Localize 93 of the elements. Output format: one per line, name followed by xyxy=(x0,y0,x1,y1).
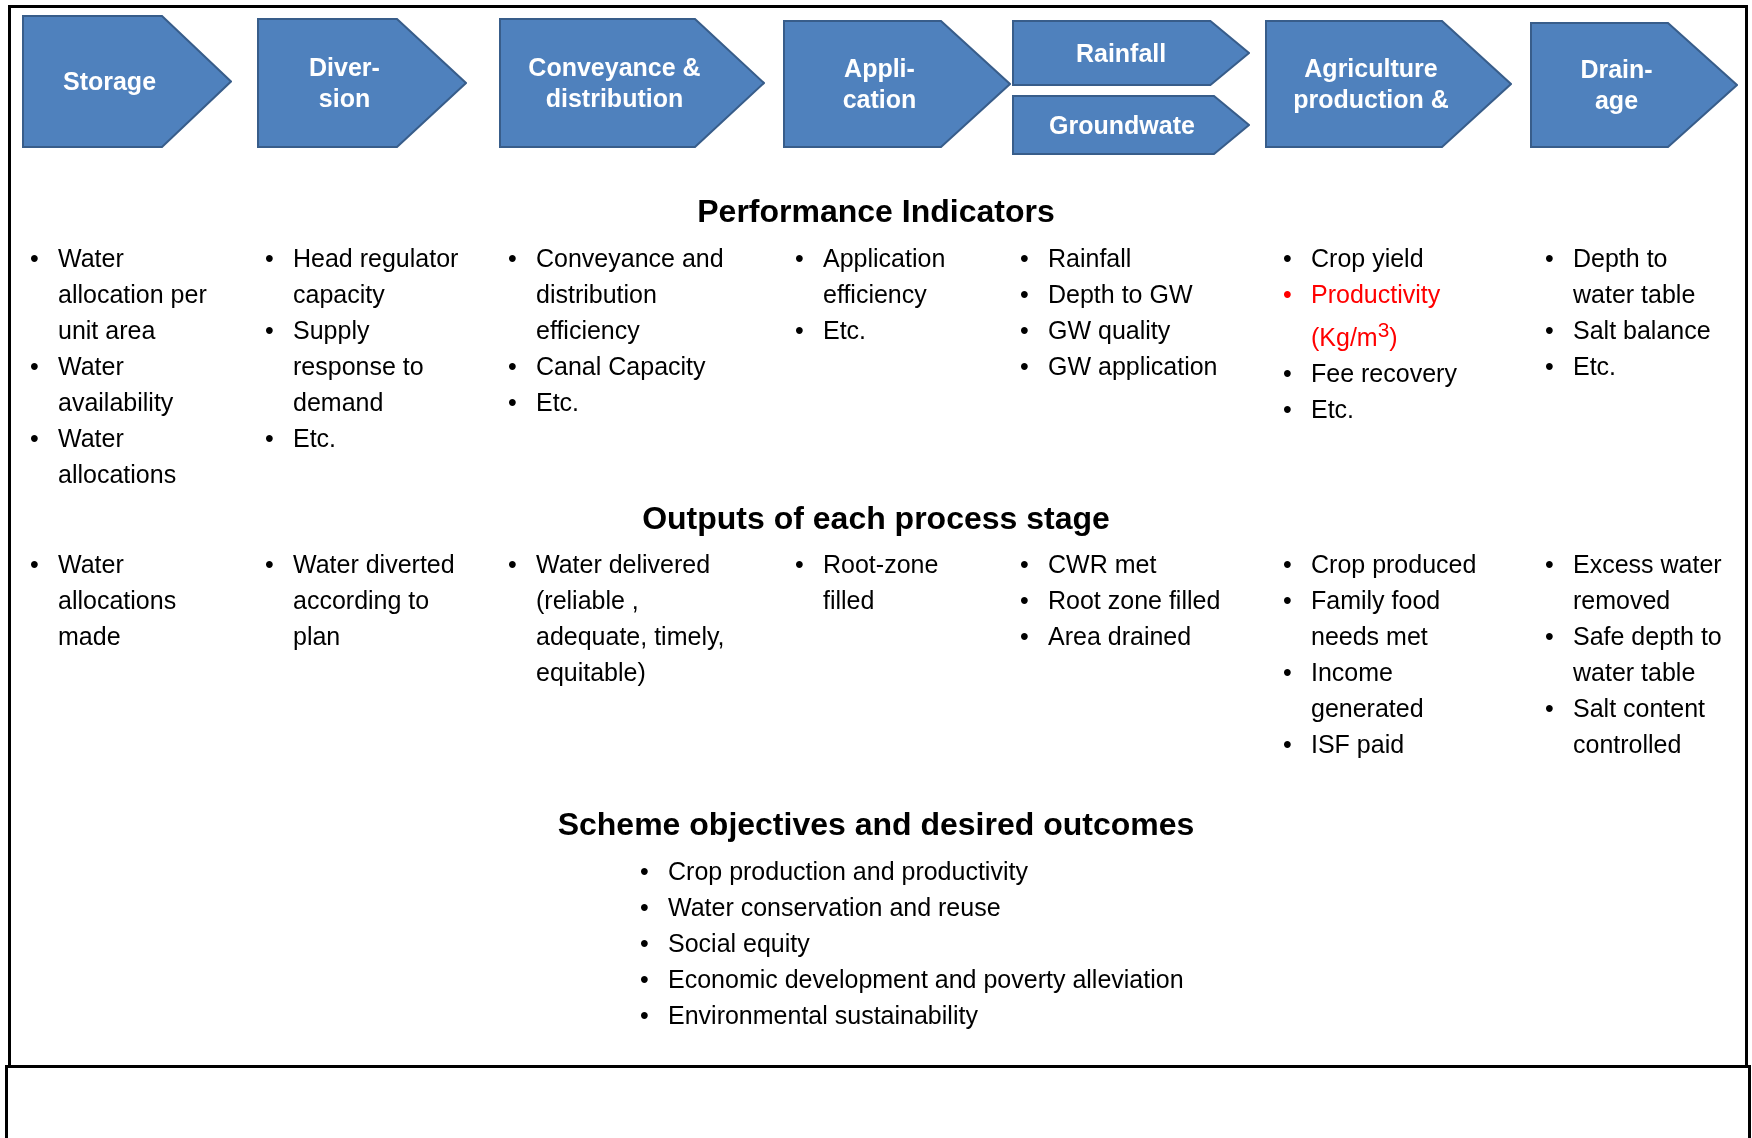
section-heading: Performance Indicators xyxy=(697,193,1055,230)
list-item-text: Fee recovery xyxy=(1311,358,1457,390)
list-item-text: Economic development and poverty alleviation xyxy=(668,964,1184,995)
bullet-marker: • xyxy=(1020,621,1030,652)
chevron-step: Groundwate xyxy=(1012,95,1250,155)
bullet-marker: • xyxy=(1545,621,1555,652)
bullet-marker: • xyxy=(1020,351,1030,382)
bullet-marker: • xyxy=(795,549,805,580)
bullet-marker: • xyxy=(1283,394,1293,426)
bullet-marker: • xyxy=(30,351,40,382)
bullet-marker: • xyxy=(265,243,275,274)
list-item-text: Etc. xyxy=(1311,394,1355,426)
list-item-text: Water delivered (reliable , adequate, timely, equitable) xyxy=(536,549,726,688)
chevron-step: Rainfall xyxy=(1012,20,1250,86)
bullet-marker: • xyxy=(508,351,518,382)
bullet-marker: • xyxy=(508,549,518,580)
bullet-marker: • xyxy=(1545,243,1555,274)
bullet-marker: • xyxy=(30,243,40,274)
section-heading: Scheme objectives and desired outcomes xyxy=(557,806,1195,843)
bullet-marker: • xyxy=(1545,693,1555,724)
list-item-text: Depth to water table xyxy=(1573,243,1697,310)
list-item-text: Root zone filled xyxy=(1048,585,1221,616)
list-item-text: Supply response to demand xyxy=(293,315,425,418)
bullet-marker: • xyxy=(640,928,650,959)
bullet-marker: • xyxy=(1283,729,1293,760)
list-item-text: Safe depth to water table xyxy=(1573,621,1723,688)
list-item-text: Crop yield xyxy=(1311,243,1424,274)
list-item-text: Area drained xyxy=(1048,621,1192,652)
list-item-text: Salt content controlled xyxy=(1573,693,1707,760)
bullet-marker: • xyxy=(30,549,40,580)
bullet-marker: • xyxy=(1020,279,1030,310)
bullet-marker: • xyxy=(640,892,650,923)
chevron-step: Drain- age xyxy=(1530,22,1738,148)
list-item-text: Water diverted according to plan xyxy=(293,549,456,652)
list-item-text: Environmental sustainability xyxy=(668,1000,978,1031)
bullet-marker: • xyxy=(1283,279,1293,310)
chevron-step: Diver- sion xyxy=(257,18,467,148)
list-item-text: GW application xyxy=(1048,351,1218,382)
bullet-marker: • xyxy=(1283,549,1293,580)
chevron-step: Appli- cation xyxy=(783,20,1011,148)
list-item-text: Conveyance and distribution efficiency xyxy=(536,243,725,346)
bullet-marker: • xyxy=(640,1000,650,1031)
list-item-text: Salt balance xyxy=(1573,315,1711,346)
bullet-marker: • xyxy=(265,423,275,454)
bullet-marker: • xyxy=(1545,549,1555,580)
bullet-marker: • xyxy=(1545,351,1555,382)
bullet-marker: • xyxy=(640,964,650,995)
list-item-text: Root-zone filled xyxy=(823,549,940,616)
bullet-marker: • xyxy=(508,387,518,418)
chevron-step: Storage xyxy=(22,15,232,148)
bullet-marker: • xyxy=(508,243,518,274)
bullet-marker: • xyxy=(1545,315,1555,346)
bullet-marker: • xyxy=(265,549,275,580)
bullet-marker: • xyxy=(1020,549,1030,580)
bullet-marker: • xyxy=(640,856,650,887)
bullet-marker: • xyxy=(1020,315,1030,346)
bullet-marker: • xyxy=(1283,243,1293,274)
bullet-marker: • xyxy=(265,315,275,346)
list-item-text: Water allocation per unit area xyxy=(58,243,208,346)
list-item-text: Water conservation and reuse xyxy=(668,892,1001,923)
list-item-text: Depth to GW xyxy=(1048,279,1193,310)
list-item-text: CWR met xyxy=(1048,549,1157,580)
list-item-text: Rainfall xyxy=(1048,243,1132,274)
list-item-text: Family food needs met xyxy=(1311,585,1442,652)
bullet-marker: • xyxy=(795,243,805,274)
list-item-text: Etc. xyxy=(823,315,867,346)
list-item-text: Social equity xyxy=(668,928,810,959)
bullet-marker: • xyxy=(1283,657,1293,688)
bullet-marker: • xyxy=(795,315,805,346)
section-heading: Outputs of each process stage xyxy=(642,500,1110,537)
list-item-text: Water allocations made xyxy=(58,549,178,652)
bullet-marker: • xyxy=(1283,358,1293,390)
list-item-text: Crop production and productivity xyxy=(668,856,1028,887)
list-item-text: Application efficiency xyxy=(823,243,947,310)
list-item-text: Income generated xyxy=(1311,657,1425,724)
list-item-text: Excess water removed xyxy=(1573,549,1723,616)
bullet-marker: • xyxy=(1283,585,1293,616)
list-item-text: Productivity (Kg/m$^{3}$) xyxy=(1311,279,1442,354)
list-item-text: Head regulator capacity xyxy=(293,243,460,310)
list-item-text: ISF paid xyxy=(1311,729,1405,760)
list-item-text: Etc. xyxy=(1573,351,1617,382)
chevron-step: Conveyance & distribution xyxy=(499,18,765,148)
list-item-text: Etc. xyxy=(536,387,580,418)
list-item-text: Etc. xyxy=(293,423,337,454)
bullet-marker: • xyxy=(1020,243,1030,274)
list-item-text: Canal Capacity xyxy=(536,351,706,382)
list-item-text: Water allocations xyxy=(58,423,178,490)
list-item-text: Water availability xyxy=(58,351,175,418)
list-item-text: GW quality xyxy=(1048,315,1171,346)
list-item-text: Crop produced xyxy=(1311,549,1477,580)
chevron-step: Agriculture production & xyxy=(1265,20,1512,148)
bullet-marker: • xyxy=(30,423,40,454)
bullet-marker: • xyxy=(1020,585,1030,616)
